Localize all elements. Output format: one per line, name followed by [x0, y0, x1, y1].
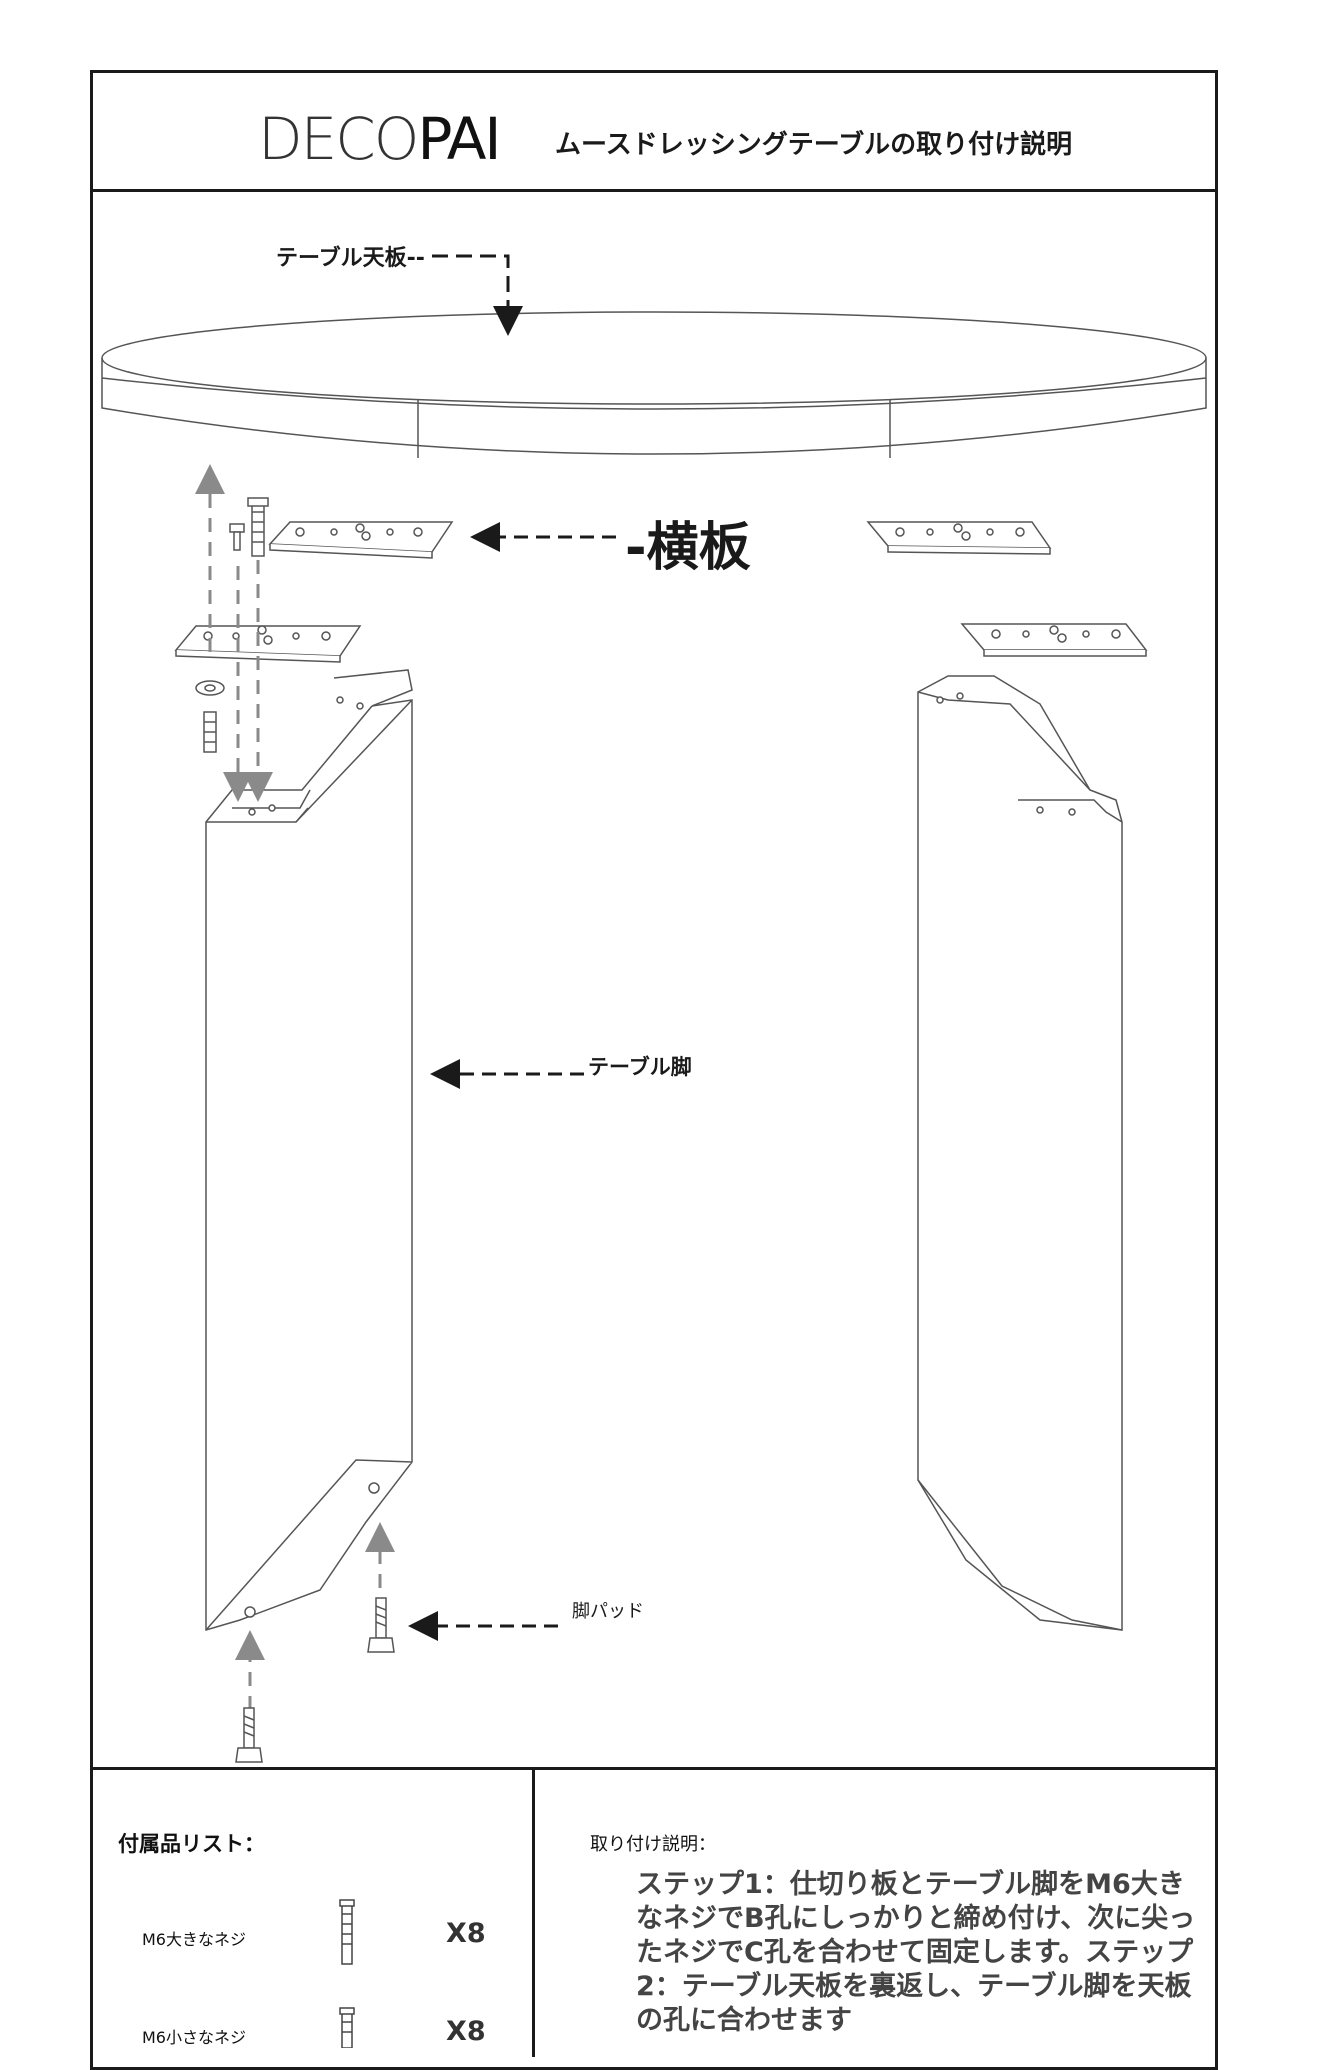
brand-logo: DECOPAI: [258, 110, 502, 168]
table-top-drawing: [101, 311, 1207, 458]
left-screw-guides: [195, 464, 395, 1710]
instructions-title: 取り付け説明：: [590, 1834, 716, 1855]
label-leg-pad: 脚パッド: [572, 1601, 644, 1622]
accessories-title: 付属品リスト：: [118, 1832, 265, 1856]
accessory-qty: X8: [446, 1918, 486, 1949]
label-table-leg: テーブル脚: [588, 1055, 692, 1079]
bottom-column-divider: [532, 1767, 535, 2057]
bottom-divider: [90, 1767, 1218, 1770]
small-screw-icon: [339, 2007, 355, 2048]
accessory-item: M6小さなネジ X8: [118, 2004, 498, 2064]
document-title: ムースドレッシングテーブルの取り付け説明: [555, 130, 1073, 160]
table-top-leader: [432, 254, 523, 336]
accessory-name: M6大きなネジ: [142, 1930, 246, 1949]
logo-bold: PAI: [417, 105, 501, 173]
small-screw-drawing-2: [203, 711, 217, 753]
rail-right-lower: [960, 623, 1148, 657]
label-side-rail: -横板: [625, 518, 751, 578]
rail-right-upper: [866, 521, 1052, 555]
logo-thin: DECO: [258, 105, 419, 173]
accessory-name: M6小さなネジ: [142, 2028, 246, 2047]
instructions-body: ステップ1：仕切り板とテーブル脚をM6大きなネジでB孔にしっかりと締め付け、次に…: [636, 1869, 1196, 2036]
washer-drawing: [195, 680, 225, 696]
rail-left-lower: [174, 625, 362, 663]
label-table-top: テーブル天板--: [276, 246, 425, 271]
large-screw-drawing-1: [247, 497, 269, 557]
accessory-qty: X8: [446, 2016, 486, 2047]
rail-left-upper: [268, 521, 454, 559]
leg-pad-screw-drawing-2: [235, 1707, 263, 1763]
leg-right-drawing: [917, 675, 1123, 1631]
small-screw-drawing-1: [229, 523, 245, 551]
header: DECOPAI ムースドレッシングテーブルの取り付け説明: [90, 70, 1218, 192]
leg-left-drawing: [205, 669, 413, 1632]
accessory-item: M6大きなネジ X8: [118, 1906, 498, 1966]
large-screw-icon: [339, 1899, 355, 1965]
leg-pad-screw-drawing: [367, 1597, 395, 1653]
